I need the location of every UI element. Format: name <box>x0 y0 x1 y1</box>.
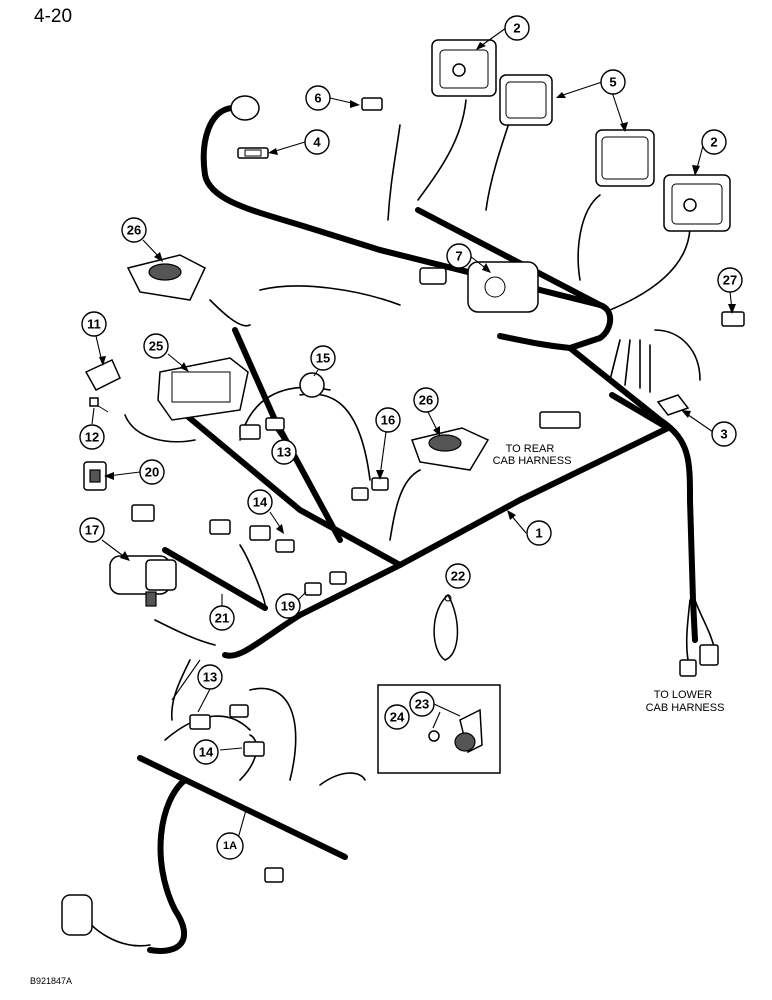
connector-16 <box>351 477 389 501</box>
callout-13-upper: 13 <box>271 439 297 465</box>
callout-11: 11 <box>81 311 107 337</box>
callout-21: 21 <box>209 605 235 631</box>
connector-13-lower <box>189 704 249 730</box>
svg-text:4: 4 <box>313 135 321 150</box>
main-harness-1 <box>177 105 698 659</box>
callout-25: 25 <box>143 333 169 359</box>
svg-text:7: 7 <box>455 249 462 264</box>
ground-3 <box>656 394 690 416</box>
callout-12: 12 <box>79 424 105 450</box>
callout-4: 4 <box>304 129 330 155</box>
callout-5: 5 <box>600 69 626 95</box>
callout-26-right: 26 <box>413 387 439 413</box>
fuse-4 <box>237 147 269 159</box>
speaker-26-upper <box>126 254 206 301</box>
callout-17: 17 <box>79 517 105 543</box>
lower-cab-harness-label: TO LOWER CAB HARNESS <box>646 689 725 714</box>
terminal-12 <box>89 397 109 413</box>
svg-text:12: 12 <box>85 430 99 445</box>
svg-text:TO LOWER: TO LOWER <box>654 689 713 701</box>
lamp-15 <box>299 372 325 398</box>
svg-text:27: 27 <box>723 273 737 288</box>
callout-14-lower: 14 <box>193 739 219 765</box>
lower-cab-connector <box>679 644 719 677</box>
callout-26-upper: 26 <box>121 217 147 243</box>
rear-cab-harness-label: TO REAR CAB HARNESS <box>493 443 572 467</box>
switch-20 <box>83 461 107 491</box>
callout-3: 3 <box>711 421 737 447</box>
harness-end-cap <box>230 95 260 121</box>
connector-19 <box>304 571 347 596</box>
svg-text:TO REAR: TO REAR <box>506 443 555 455</box>
svg-text:14: 14 <box>199 745 214 760</box>
svg-text:3: 3 <box>720 427 727 442</box>
callout-22: 22 <box>445 563 471 589</box>
svg-text:21: 21 <box>215 611 229 626</box>
svg-text:11: 11 <box>87 317 101 332</box>
callout-13-lower: 13 <box>197 664 223 690</box>
callout-24: 24 <box>384 704 410 730</box>
callout-14-upper: 14 <box>247 489 273 515</box>
callout-15: 15 <box>310 345 336 371</box>
harness-21 <box>162 547 268 611</box>
callout-23: 23 <box>409 691 435 717</box>
svg-text:17: 17 <box>85 523 99 538</box>
harness-1a <box>137 755 348 954</box>
callout-1: 1 <box>526 520 552 546</box>
flood-lamp-center <box>499 74 553 126</box>
callout-6: 6 <box>305 85 331 111</box>
work-lamp-left <box>431 39 497 97</box>
svg-text:13: 13 <box>277 445 291 460</box>
connector-27 <box>721 311 745 327</box>
radio-25 <box>157 357 249 421</box>
connector-6 <box>361 97 383 111</box>
callout-7: 7 <box>446 243 472 269</box>
svg-text:19: 19 <box>281 599 295 614</box>
connector-14-upper <box>131 504 295 553</box>
page-number: 4-20 <box>34 6 73 27</box>
callout-2-right: 2 <box>701 129 727 155</box>
svg-text:24: 24 <box>390 710 405 725</box>
svg-text:1: 1 <box>535 526 542 541</box>
svg-text:5: 5 <box>609 75 616 90</box>
svg-text:14: 14 <box>253 495 268 510</box>
svg-text:15: 15 <box>316 351 330 366</box>
lower-end-connectors <box>61 867 284 936</box>
svg-text:2: 2 <box>513 21 520 36</box>
connector-14-lower <box>243 741 265 757</box>
svg-text:16: 16 <box>381 413 395 428</box>
figure-code: B921847A <box>30 976 73 986</box>
svg-text:26: 26 <box>419 393 433 408</box>
work-lamp-right <box>663 174 731 232</box>
speaker-26-right <box>411 427 490 471</box>
svg-text:13: 13 <box>203 670 217 685</box>
svg-text:25: 25 <box>149 339 163 354</box>
callout-20: 20 <box>139 459 165 485</box>
callout-16: 16 <box>375 407 401 433</box>
svg-text:23: 23 <box>415 697 429 712</box>
connector-13-upper <box>239 417 285 440</box>
wiper-motor-7 <box>419 261 539 313</box>
cable-clamp-22 <box>433 593 459 661</box>
callout-1a: 1A <box>216 832 244 860</box>
callout-19: 19 <box>275 593 301 619</box>
svg-text:6: 6 <box>314 91 321 106</box>
motor-17 <box>109 555 177 607</box>
callout-27: 27 <box>717 267 743 293</box>
svg-text:2: 2 <box>710 135 717 150</box>
callout-2-left: 2 <box>504 15 530 41</box>
rear-cab-connector <box>539 411 581 429</box>
branch-wires <box>79 99 716 947</box>
svg-text:20: 20 <box>145 465 159 480</box>
svg-text:1A: 1A <box>223 840 237 852</box>
svg-text:CAB HARNESS: CAB HARNESS <box>646 702 725 714</box>
svg-text:CAB HARNESS: CAB HARNESS <box>493 455 572 467</box>
svg-text:22: 22 <box>451 569 465 584</box>
svg-text:26: 26 <box>127 223 141 238</box>
flood-lamp-right <box>595 129 655 187</box>
